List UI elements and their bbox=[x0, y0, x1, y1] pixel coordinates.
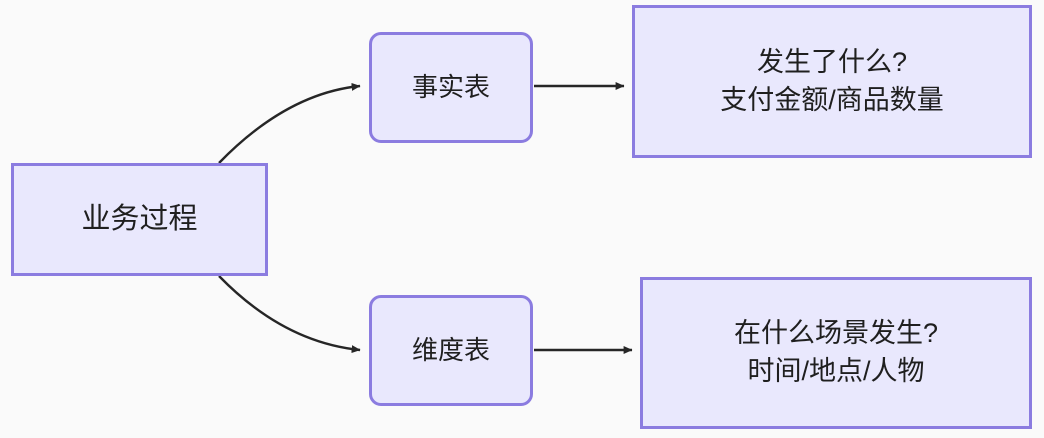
node-dimension-detail[interactable]: 在什么场景发生? 时间/地点/人物 bbox=[640, 277, 1032, 429]
node-dimension-detail-line-2: 时间/地点/人物 bbox=[747, 356, 925, 386]
edge-business-process-to-dimension-table bbox=[218, 275, 361, 354]
edge-business-process-to-fact-table bbox=[218, 82, 361, 164]
node-dimension-table[interactable]: 维度表 bbox=[369, 295, 533, 406]
node-fact-table[interactable]: 事实表 bbox=[369, 32, 533, 143]
node-business-process[interactable]: 业务过程 bbox=[11, 163, 268, 276]
node-fact-detail[interactable]: 发生了什么? 支付金额/商品数量 bbox=[632, 5, 1032, 158]
node-fact-table-label: 事实表 bbox=[411, 72, 490, 103]
node-fact-detail-line-1: 发生了什么? bbox=[756, 46, 908, 77]
node-business-process-label: 业务过程 bbox=[81, 203, 198, 236]
node-dimension-table-label: 维度表 bbox=[411, 335, 490, 366]
node-dimension-detail-line-1: 在什么场景发生? bbox=[733, 318, 939, 349]
node-fact-detail-line-2: 支付金额/商品数量 bbox=[720, 84, 944, 115]
